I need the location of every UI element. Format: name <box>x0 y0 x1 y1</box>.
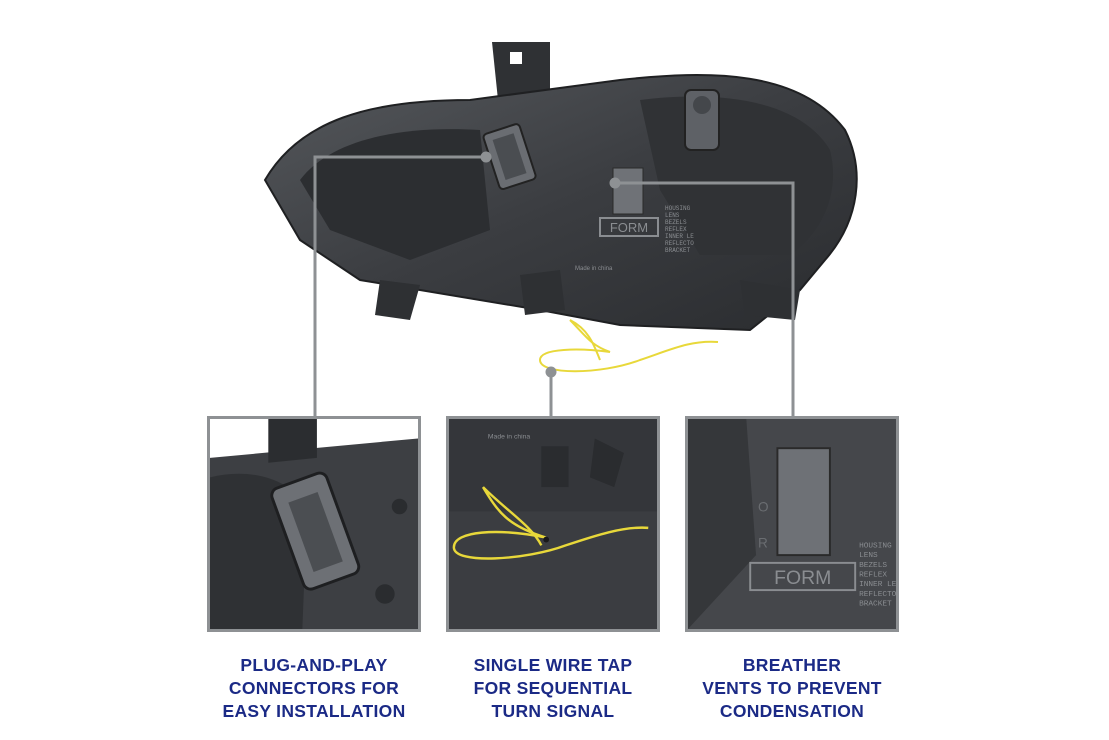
svg-text:INNER LE: INNER LE <box>665 233 694 240</box>
wire-tap-closeup-image: Made in china <box>446 416 660 632</box>
svg-text:REFLECTO: REFLECTO <box>859 591 896 599</box>
form-logo-text: FORM <box>610 220 648 235</box>
svg-text:REFLEX: REFLEX <box>859 571 887 579</box>
svg-text:HOUSING: HOUSING <box>665 205 691 212</box>
svg-text:O: O <box>758 499 769 514</box>
caption-line: VENTS TO PREVENT <box>702 678 882 698</box>
caption-line: TURN SIGNAL <box>491 701 615 721</box>
caption-line: CONDENSATION <box>719 701 865 721</box>
caption-line: CONNECTORS FOR <box>228 678 400 698</box>
svg-text:Made in china: Made in china <box>488 433 531 440</box>
caption-line: FOR SEQUENTIAL <box>473 678 633 698</box>
caption-line: SINGLE WIRE TAP <box>473 655 633 675</box>
svg-text:LENS: LENS <box>859 552 878 560</box>
headlight-housing-image: FORM HOUSING LENS BEZELS REFLEX INNER LE… <box>263 42 858 373</box>
svg-text:BRACKET: BRACKET <box>859 601 892 609</box>
svg-text:REFLEX: REFLEX <box>665 226 687 233</box>
svg-text:BEZELS: BEZELS <box>665 219 687 226</box>
svg-text:HOUSING: HOUSING <box>859 542 892 550</box>
connector-closeup-image <box>207 416 421 632</box>
breather-vent-closeup-image: FORM HOUSING LENS BEZELS REFLEX INNER LE… <box>685 416 899 632</box>
svg-text:Made in china: Made in china <box>575 266 613 272</box>
svg-text:BEZELS: BEZELS <box>859 562 887 570</box>
svg-text:LENS: LENS <box>665 212 680 219</box>
feature-caption-plug-and-play: PLUG-AND-PLAY CONNECTORS FOR EASY INSTAL… <box>189 654 439 723</box>
feature-caption-breather-vents: BREATHER VENTS TO PREVENT CONDENSATION <box>667 654 917 723</box>
svg-text:INNER LE: INNER LE <box>859 581 896 589</box>
svg-text:FORM: FORM <box>774 567 831 589</box>
caption-line: PLUG-AND-PLAY <box>240 655 388 675</box>
svg-text:REFLECTO: REFLECTO <box>665 240 694 247</box>
svg-text:R: R <box>758 535 768 550</box>
caption-line: BREATHER <box>742 655 842 675</box>
caption-line: EASY INSTALLATION <box>222 701 406 721</box>
feature-caption-wire-tap: SINGLE WIRE TAP FOR SEQUENTIAL TURN SIGN… <box>428 654 678 723</box>
svg-text:BRACKET: BRACKET <box>665 247 691 254</box>
